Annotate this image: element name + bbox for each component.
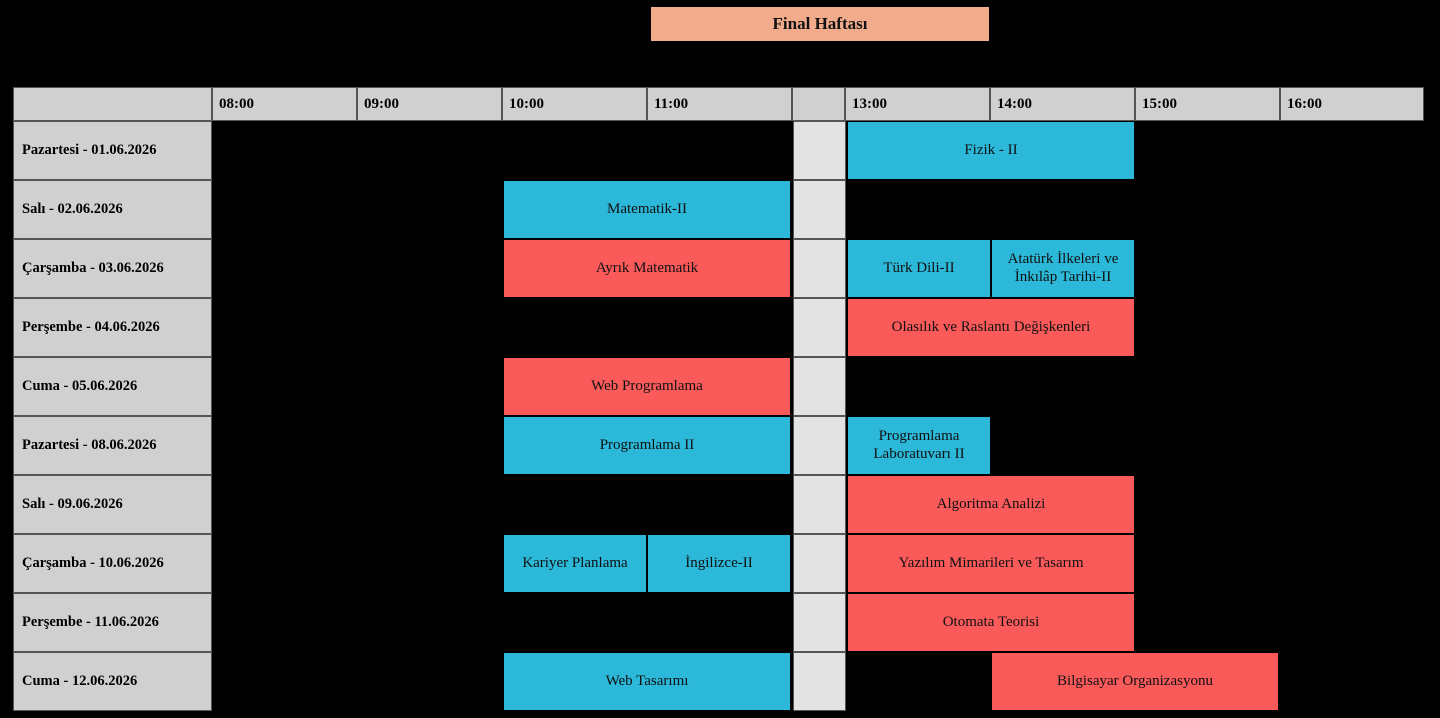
time-header-1000[interactable]: 10:00: [502, 87, 647, 121]
day-label-0[interactable]: Pazartesi - 01.06.2026: [13, 121, 212, 180]
event-block[interactable]: Türk Dili-II: [847, 239, 991, 298]
time-header-0900[interactable]: 09:00: [357, 87, 502, 121]
day-label-6[interactable]: Salı - 09.06.2026: [13, 475, 212, 534]
event-block[interactable]: Otomata Teorisi: [847, 593, 1135, 652]
time-header-0800[interactable]: 08:00: [212, 87, 357, 121]
day-label-8[interactable]: Perşembe - 11.06.2026: [13, 593, 212, 652]
day-label-7[interactable]: Çarşamba - 10.06.2026: [13, 534, 212, 593]
lunch-cell-6: [793, 475, 846, 534]
lunch-cell-9: [793, 652, 846, 711]
schedule-title: Final Haftası: [650, 6, 990, 42]
lunch-cell-0: [793, 121, 846, 180]
day-label-3[interactable]: Perşembe - 04.06.2026: [13, 298, 212, 357]
event-block[interactable]: Algoritma Analizi: [847, 475, 1135, 534]
event-block[interactable]: Yazılım Mimarileri ve Tasarım: [847, 534, 1135, 593]
day-label-2[interactable]: Çarşamba - 03.06.2026: [13, 239, 212, 298]
time-header-1600[interactable]: 16:00: [1280, 87, 1424, 121]
event-block[interactable]: Programlama II: [503, 416, 791, 475]
event-block[interactable]: Atatürk İlkeleri ve İnkılâp Tarihi-II: [991, 239, 1135, 298]
lunch-cell-1: [793, 180, 846, 239]
event-block[interactable]: Matematik-II: [503, 180, 791, 239]
event-block[interactable]: İngilizce-II: [647, 534, 791, 593]
lunch-cell-3: [793, 298, 846, 357]
event-block[interactable]: Kariyer Planlama: [503, 534, 647, 593]
event-block[interactable]: Web Tasarımı: [503, 652, 791, 711]
lunch-cell-5: [793, 416, 846, 475]
header-corner-cell: [13, 87, 212, 121]
day-label-5[interactable]: Pazartesi - 08.06.2026: [13, 416, 212, 475]
lunch-cell-7: [793, 534, 846, 593]
day-label-9[interactable]: Cuma - 12.06.2026: [13, 652, 212, 711]
event-block[interactable]: Olasılık ve Raslantı Değişkenleri: [847, 298, 1135, 357]
day-label-4[interactable]: Cuma - 05.06.2026: [13, 357, 212, 416]
lunch-cell-8: [793, 593, 846, 652]
event-block[interactable]: Ayrık Matematik: [503, 239, 791, 298]
event-block[interactable]: Fizik - II: [847, 121, 1135, 180]
time-header-1500[interactable]: 15:00: [1135, 87, 1280, 121]
lunch-cell-2: [793, 239, 846, 298]
event-block[interactable]: Web Programlama: [503, 357, 791, 416]
event-block[interactable]: Programlama Laboratuvarı II: [847, 416, 991, 475]
time-header-1100[interactable]: 11:00: [647, 87, 792, 121]
event-block[interactable]: Bilgisayar Organizasyonu: [991, 652, 1279, 711]
time-header-1400[interactable]: 14:00: [990, 87, 1135, 121]
time-header-1300[interactable]: 13:00: [845, 87, 990, 121]
lunch-cell-4: [793, 357, 846, 416]
time-header-break[interactable]: [792, 87, 845, 121]
day-label-1[interactable]: Salı - 02.06.2026: [13, 180, 212, 239]
